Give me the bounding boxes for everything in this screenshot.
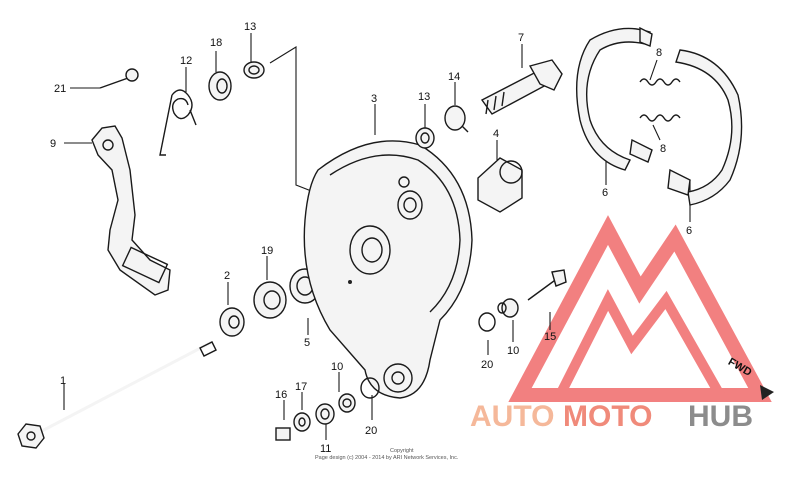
part-10-nipple-a <box>497 298 519 318</box>
part-20-oring-b <box>360 377 380 399</box>
watermark-moto: MOTO <box>563 400 652 433</box>
copyright-line-2: Page design (c) 2004 - 2014 by ARI Netwo… <box>315 455 459 461</box>
part-19-spacer <box>253 281 287 319</box>
callout-1: 1 <box>60 375 66 387</box>
callout-17: 17 <box>295 381 307 393</box>
part-3-brake-panel <box>303 140 473 399</box>
callout-18: 18 <box>210 37 222 49</box>
part-6-brake-shoe-right <box>629 49 743 206</box>
part-18-washer <box>208 71 232 101</box>
callout-13-mid: 13 <box>418 91 430 103</box>
part-11-nut <box>315 403 335 425</box>
part-14-washer <box>444 105 469 133</box>
callout-6-right: 6 <box>686 225 692 237</box>
watermark-auto: AUTO <box>470 400 554 433</box>
callout-19: 19 <box>261 245 273 257</box>
part-10-nipple-b <box>338 393 356 413</box>
callout-8-bottom: 8 <box>660 143 666 155</box>
callout-3: 3 <box>371 93 377 105</box>
part-7-cam <box>480 59 563 115</box>
callout-9: 9 <box>50 138 56 150</box>
watermark-logo <box>508 215 772 402</box>
copyright-line-1: Copyright <box>390 448 414 454</box>
callout-numbers: 21 9 1 2 19 18 13 12 3 13 14 4 7 8 8 6 6… <box>50 21 692 455</box>
callout-12: 12 <box>180 55 192 67</box>
callout-11: 11 <box>320 443 331 455</box>
part-6-brake-shoe-left <box>576 26 653 171</box>
part-13-seal-b <box>415 127 435 149</box>
callout-6-left: 6 <box>602 187 608 199</box>
part-8-springs <box>639 78 681 122</box>
callout-7: 7 <box>518 32 524 44</box>
part-12-spring <box>159 89 197 156</box>
callout-8-top: 8 <box>656 47 662 59</box>
part-13-seal <box>243 61 265 79</box>
part-21-bolt <box>99 68 139 89</box>
watermark-hub: HUB <box>688 400 753 433</box>
callout-20-right: 20 <box>481 359 493 371</box>
part-20-oring-a <box>478 312 496 332</box>
part-15-bolt <box>527 269 567 301</box>
part-16-nut <box>275 427 291 441</box>
callout-10-right: 10 <box>507 345 519 357</box>
callout-16: 16 <box>275 389 287 401</box>
callout-15: 15 <box>544 331 556 343</box>
part-17-washer <box>293 412 311 432</box>
fwd-label: FWD <box>726 356 754 379</box>
copyright: Copyright Page design (c) 2004 - 2014 by… <box>315 448 459 461</box>
callout-10-bottom: 10 <box>331 361 343 373</box>
callout-14: 14 <box>448 71 460 83</box>
callout-21: 21 <box>54 83 66 95</box>
callout-2: 2 <box>224 270 230 282</box>
callout-20-bottom: 20 <box>365 425 377 437</box>
part-9-brake-arm <box>91 125 171 296</box>
callout-13-top: 13 <box>244 21 256 33</box>
callout-4: 4 <box>493 128 499 140</box>
callout-5: 5 <box>304 337 310 349</box>
part-4-bushing <box>477 157 523 213</box>
part-1-axle <box>17 340 217 449</box>
watermark-wordmark: AUTO MOTO HUB <box>470 400 753 433</box>
part-2-washer <box>219 307 245 337</box>
